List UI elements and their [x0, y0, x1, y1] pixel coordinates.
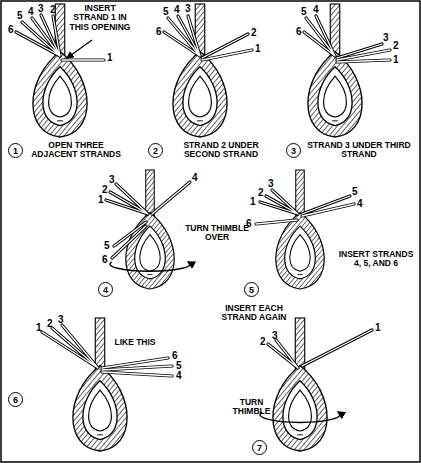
strand-number: 2 — [251, 27, 257, 38]
step-number: 1 — [13, 146, 18, 156]
strand-number: 1 — [98, 194, 104, 205]
step-number: 2 — [153, 146, 158, 156]
strand-number: 4 — [174, 4, 180, 15]
strand-number: 3 — [268, 178, 274, 189]
step-number: 5 — [249, 285, 254, 295]
strand-number: 4 — [192, 172, 198, 183]
instruction-text: STRAND 3 UNDER THIRD STRAND — [304, 141, 414, 160]
strand-number: 2 — [47, 318, 53, 329]
step-number: 7 — [257, 443, 262, 453]
strand-number: 6 — [8, 24, 14, 35]
strand-number: 3 — [272, 330, 278, 341]
step-circle: 4 — [98, 282, 113, 297]
instruction-text: INSERT EACH STRAND AGAIN — [214, 304, 294, 323]
strand-number: 6 — [156, 26, 162, 37]
strand-number: 5 — [163, 6, 169, 17]
strand-number: 1 — [36, 322, 42, 333]
instruction-text: LIKE THIS — [110, 338, 160, 347]
strand-number: 4 — [28, 6, 34, 17]
step-circle: 7 — [252, 440, 267, 455]
strand-number: 2 — [50, 4, 56, 15]
step-circle: 5 — [244, 282, 259, 297]
strand-number: 3 — [383, 32, 389, 43]
instruction-text: TURN THIMBLE OVER — [182, 224, 252, 243]
strand-number: 5 — [104, 240, 110, 251]
instruction-text: OPEN THREE ADJACENT STRANDS — [26, 141, 126, 160]
strand-number: 1 — [375, 322, 381, 333]
step-number: 3 — [291, 146, 296, 156]
strand-number: 3 — [58, 314, 64, 325]
strand-number: 5 — [17, 10, 23, 21]
strand-number: 2 — [102, 184, 108, 195]
instruction-text: TURN THIMBLE — [224, 398, 279, 417]
strand-number: 1 — [250, 196, 256, 207]
step-number: 4 — [103, 285, 108, 295]
strand-number: 6 — [172, 350, 178, 361]
step-circle: 1 — [8, 143, 23, 158]
strand-number: 6 — [296, 26, 302, 37]
strand-number: 2 — [258, 187, 264, 198]
step-number: 6 — [13, 395, 18, 405]
strand-number: 5 — [301, 6, 307, 17]
strand-number: 6 — [246, 218, 252, 229]
strand-number: 3 — [109, 174, 115, 185]
strand-number: 5 — [352, 186, 358, 197]
strand-number: 2 — [260, 336, 266, 347]
strand-number: 1 — [255, 43, 261, 54]
strand-number: 4 — [176, 370, 182, 381]
strand-number: 1 — [393, 54, 399, 65]
strand-number: 6 — [102, 254, 108, 265]
instruction-text: INSERT STRAND 1 IN THIS OPENING — [66, 4, 134, 32]
strand-number: 4 — [357, 198, 363, 209]
step-circle: 3 — [286, 143, 301, 158]
strand-number: 3 — [185, 3, 191, 14]
strand-number: 3 — [38, 3, 44, 14]
strand-number: 5 — [176, 360, 182, 371]
step-circle: 2 — [148, 143, 163, 158]
strand-number: 1 — [107, 52, 113, 63]
instruction-text: STRAND 2 UNDER SECOND STRAND — [166, 141, 276, 160]
strand-number: 4 — [313, 4, 319, 15]
step-circle: 6 — [8, 392, 23, 407]
strand-number: 2 — [393, 40, 399, 51]
instruction-text: INSERT STRANDS 4, 5, AND 6 — [336, 250, 416, 269]
